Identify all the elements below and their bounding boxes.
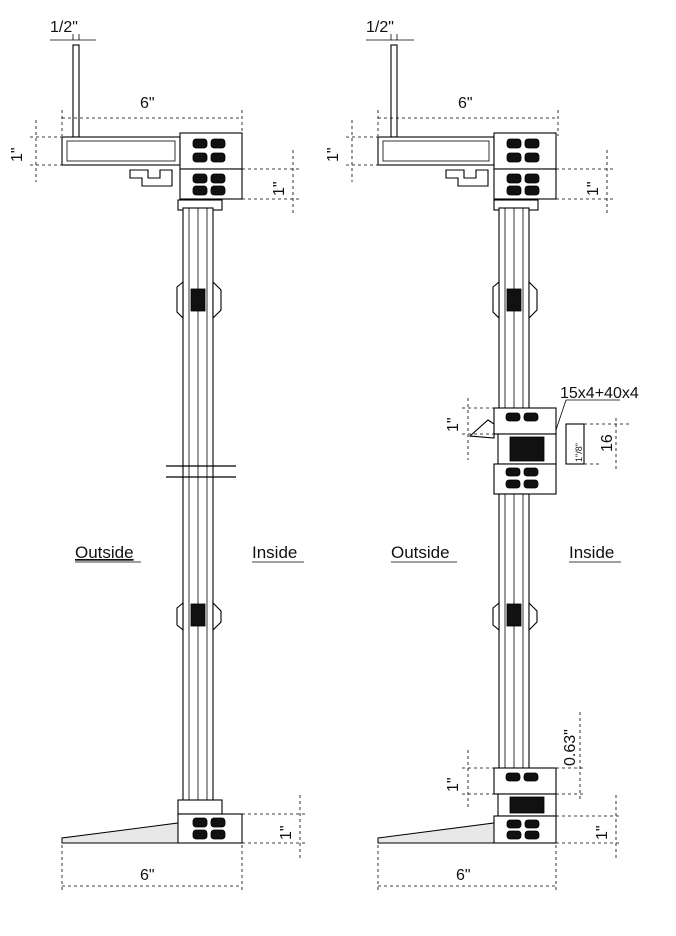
- right-header-box: [377, 136, 495, 166]
- right-top-gap-label: 1/2": [366, 19, 394, 36]
- right-top-height-label: 1": [325, 147, 342, 162]
- right-sill-slope: [377, 822, 495, 844]
- right-bottom-profile: [493, 815, 557, 844]
- right-lower-connector: [506, 603, 522, 627]
- right-bottom-width-label: 6": [456, 867, 471, 884]
- right-mid-profile-label: 15x4+40x4: [560, 385, 639, 402]
- left-sill-slope: [61, 822, 179, 844]
- left-bottom-rail-label: 1": [278, 825, 295, 840]
- left-top-width-label: 6": [140, 95, 155, 112]
- right-outside-label: Outside: [391, 543, 450, 562]
- right-inside-label: Inside: [569, 543, 614, 562]
- right-mid-small-label: 1"/8": [574, 443, 584, 462]
- right-low-offset-label: 0.63": [562, 729, 579, 766]
- right-section: 1/2" 6" 1" 1": [325, 19, 639, 892]
- right-top-flat-bar: [390, 44, 398, 138]
- left-lower-connector: [190, 603, 206, 627]
- left-top-gap-label: 1/2": [50, 19, 78, 36]
- left-clip-bracket: [129, 169, 173, 187]
- left-header-box: [61, 136, 181, 166]
- left-top-profile: [179, 132, 243, 170]
- left-top-height-label: 1": [9, 147, 26, 162]
- right-bottom-rail-label: 1": [594, 825, 611, 840]
- left-top-flat-bar: [72, 44, 80, 138]
- left-section: 1/2" 6" 1" 1": [9, 19, 306, 892]
- right-mid-16-label: 16: [599, 434, 616, 452]
- left-upper-connector: [190, 288, 206, 312]
- right-mid-transom: [493, 407, 557, 435]
- left-outside-label: Outside: [75, 543, 134, 562]
- left-bottom-width-label: 6": [140, 867, 155, 884]
- right-low-height-label: 1": [445, 777, 462, 792]
- right-low-transom: [493, 767, 557, 795]
- left-inside-label: Inside: [252, 543, 297, 562]
- right-top-width-label: 6": [458, 95, 473, 112]
- left-top-rail-label: 1": [271, 181, 288, 196]
- right-top-rail-label: 1": [585, 181, 602, 196]
- right-clip-bracket: [445, 169, 489, 187]
- left-bottom-profile: [177, 813, 243, 844]
- right-top-profile: [493, 132, 557, 170]
- right-mid-height-label: 1": [445, 417, 462, 432]
- right-upper-connector: [506, 288, 522, 312]
